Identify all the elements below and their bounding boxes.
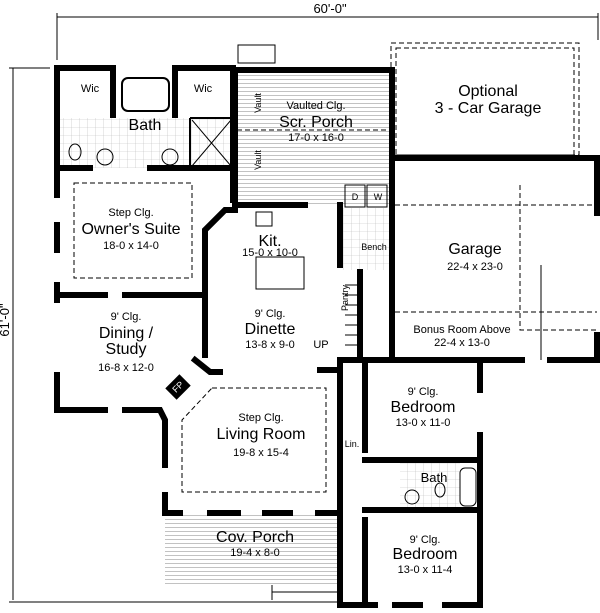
vault-label-top: Vault <box>253 93 263 113</box>
scr-porch-floor <box>237 70 392 205</box>
linen-label: Lin. <box>345 439 360 449</box>
hall-toilet <box>434 482 446 498</box>
kitchen-label: Kit. <box>258 233 281 250</box>
laundry-tile <box>343 208 391 270</box>
dryer <box>344 184 366 208</box>
bedroom2-label: Bedroom <box>393 546 458 563</box>
washer <box>366 184 388 208</box>
sink-right <box>161 148 179 166</box>
optional-garage-line1: Optional <box>458 83 518 100</box>
vault-label-bottom: Vault <box>253 150 263 170</box>
walls <box>54 65 600 608</box>
optional-garage-line2: 3 - Car Garage <box>435 100 542 117</box>
living-label: Living Room <box>217 426 306 443</box>
hall-bath-tile <box>400 462 460 507</box>
bench-label: Bench <box>361 242 387 252</box>
hall-tub <box>459 467 477 507</box>
owners-suite-label: Owner's Suite <box>81 221 180 238</box>
bonus-line <box>519 185 597 331</box>
scr-porch-label: Scr. Porch <box>279 114 353 131</box>
optional-garage-inner <box>395 47 575 156</box>
cov-porch-floor <box>165 513 338 585</box>
dimension-lines <box>9 13 599 603</box>
dinette-ceiling: 9' Clg. <box>255 308 286 320</box>
grill <box>237 44 276 64</box>
bathtub <box>121 77 170 112</box>
wic-left-label: Wic <box>81 83 100 95</box>
pantry-label: Pantry <box>340 284 350 311</box>
fixtures <box>68 44 477 600</box>
bonus-room-size: 22-4 x 13-0 <box>434 337 490 349</box>
master-bath-label: Bath <box>129 117 162 134</box>
living-ceiling-label: Step Clg. <box>238 412 283 424</box>
wic-right-label: Wic <box>194 83 213 95</box>
living-size: 19-8 x 15-4 <box>233 447 289 459</box>
cov-porch-label: Cov. Porch <box>216 529 294 546</box>
bonus-room-label: Bonus Room Above <box>413 324 510 336</box>
hall-sink <box>404 489 420 505</box>
kitchen-island <box>255 256 305 290</box>
stairs-up-label: UP <box>313 339 328 351</box>
dining-label-1: Dining / <box>99 325 154 342</box>
bedroom2-size: 13-0 x 11-4 <box>398 564 453 576</box>
bedroom1-size: 13-0 x 11-0 <box>396 417 451 429</box>
sink-left <box>96 148 114 166</box>
scr-porch-size: 17-0 x 16-0 <box>288 132 344 144</box>
kitchen-size: 15-0 x 10-0 <box>242 247 298 259</box>
dinette-label: Dinette <box>245 321 296 338</box>
dining-ceiling: 9' Clg. <box>111 311 142 323</box>
owners-suite-ceiling <box>73 182 193 279</box>
washer-label: W <box>374 192 383 202</box>
width-dimension: 60'-0" <box>313 1 347 16</box>
garage-size: 22-4 x 23-0 <box>447 261 503 273</box>
bedroom1-ceiling: 9' Clg. <box>408 386 439 398</box>
master-bath-tile <box>60 118 235 168</box>
toilet <box>68 143 82 161</box>
fireplace: FP <box>165 374 191 400</box>
cov-porch-size: 19-4 x 8-0 <box>230 547 280 559</box>
bedroom2-ceiling: 9' Clg. <box>410 534 441 546</box>
dining-size: 16-8 x 12-0 <box>98 362 154 374</box>
bedroom1-label: Bedroom <box>391 399 456 416</box>
scr-porch-ceiling: Vaulted Clg. <box>286 100 345 112</box>
dinette-size: 13-8 x 9-0 <box>245 339 295 351</box>
dining-label-2: Study <box>106 341 147 358</box>
garage-label: Garage <box>448 241 501 258</box>
depth-dimension: 61'-0" <box>0 303 12 337</box>
hall-bath-label: Bath <box>421 470 448 485</box>
living-ceiling <box>181 387 327 493</box>
owners-suite-size: 18-0 x 14-0 <box>103 240 159 252</box>
dryer-label: D <box>352 192 359 202</box>
owners-suite-ceiling-label: Step Clg. <box>108 207 153 219</box>
